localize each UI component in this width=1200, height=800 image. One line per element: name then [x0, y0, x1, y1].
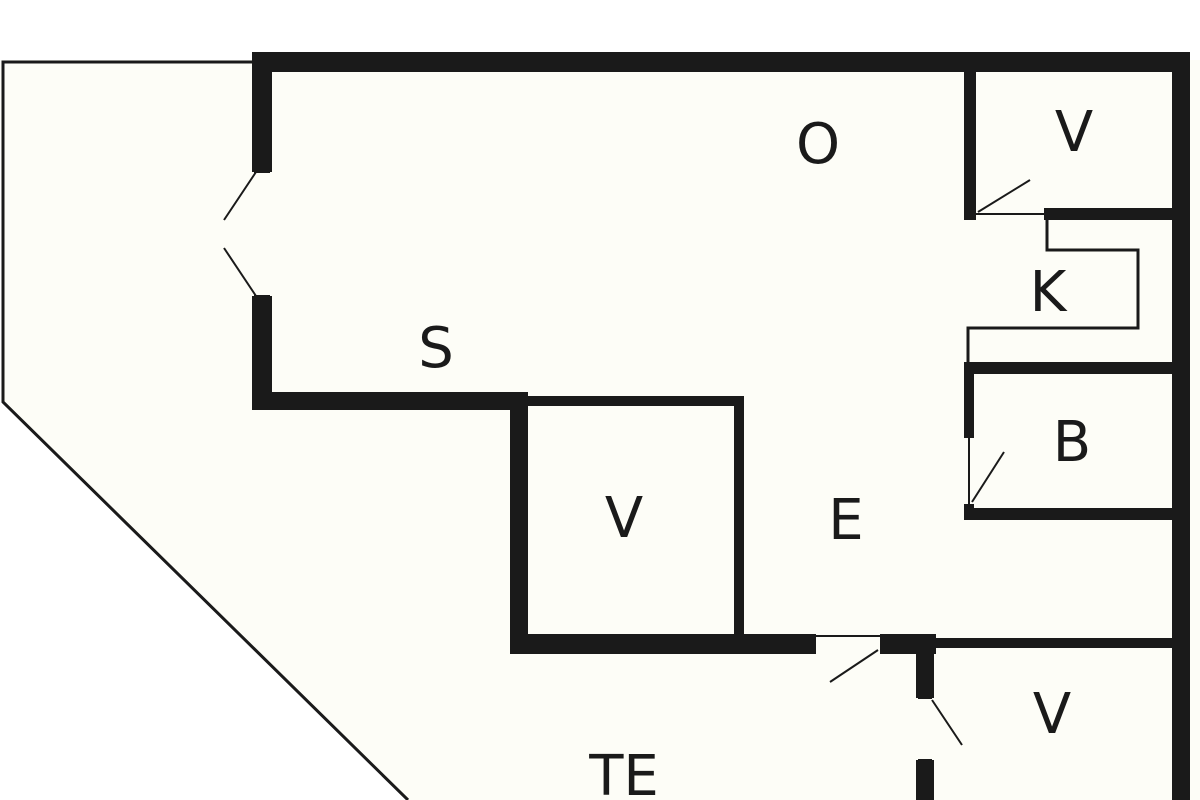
room-label-v-upper: V [1055, 100, 1093, 165]
room-label-v-middle: V [605, 486, 643, 551]
room-label-e: E [828, 488, 863, 553]
room-label-te: TE [588, 744, 659, 800]
room-label-k: K [1030, 260, 1068, 325]
room-label-v-lower: V [1033, 682, 1071, 747]
room-label-b: B [1053, 410, 1091, 475]
walls [252, 52, 1190, 800]
room-label-s: S [418, 316, 454, 381]
room-label-o: O [796, 112, 840, 177]
terrace-area [0, 60, 1200, 800]
terrace-outline [1, 60, 410, 800]
doors [223, 171, 1044, 761]
kitchen-counter [966, 220, 1140, 364]
